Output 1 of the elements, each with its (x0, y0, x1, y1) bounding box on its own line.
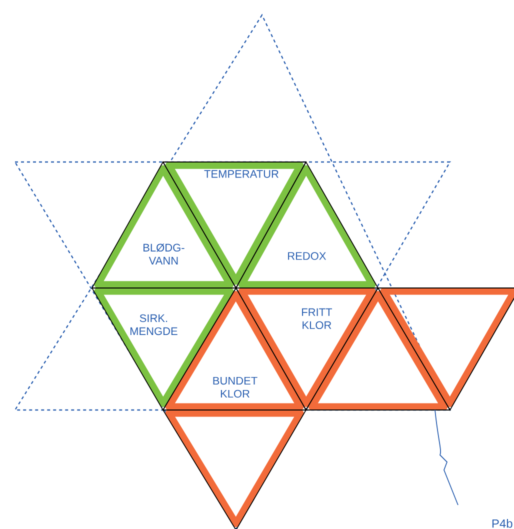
signature-text: P4b (492, 519, 512, 528)
